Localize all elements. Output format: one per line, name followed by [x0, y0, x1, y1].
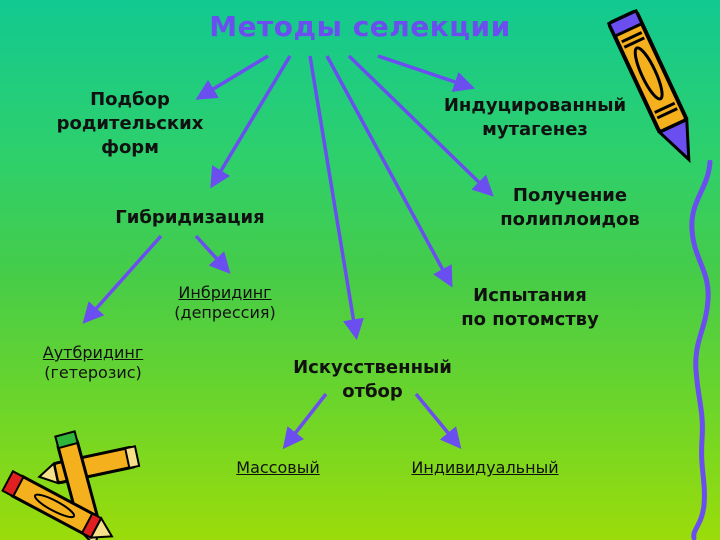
- pencil-icon: [606, 8, 691, 164]
- node-text: Испытания: [473, 285, 587, 306]
- node-hybridization: Гибридизация: [115, 207, 265, 228]
- node-text: Искусственный: [293, 357, 452, 378]
- arrow-to-artificial-selection: [308, 55, 364, 341]
- node-text: форм: [101, 137, 159, 158]
- node-text: Массовый: [236, 458, 320, 477]
- node-note: (гетерозис): [44, 363, 142, 382]
- node-individual: Индивидуальный: [395, 458, 575, 478]
- node-text: Получение: [512, 185, 628, 206]
- arrow-to-parent-selection: [195, 54, 269, 100]
- crossed-pencils-icon: [1, 430, 141, 540]
- arrow-to-hybridization: [210, 55, 292, 189]
- arrow-to-inbreeding: [194, 234, 231, 274]
- node-text: отбор: [342, 381, 403, 402]
- node-text: родительских: [56, 113, 204, 134]
- arrow-to-mass: [282, 392, 328, 450]
- node-note: (депрессия): [174, 303, 276, 322]
- arrow-to-progeny-testing: [325, 55, 453, 288]
- node-text: полиплоидов: [500, 209, 640, 230]
- arrow-to-outbreeding: [82, 234, 163, 324]
- node-text: Инбридинг: [178, 283, 272, 302]
- node-text: мутагенез: [482, 119, 588, 140]
- node-text: Аутбридинг: [42, 343, 144, 362]
- node-text: Индивидуальный: [411, 458, 559, 477]
- arrow-to-induced-mutagenesis: [377, 54, 475, 92]
- node-outbreeding: Аутбридинг (гетерозис): [18, 343, 168, 383]
- node-text: Индуцированный: [443, 95, 627, 116]
- node-polyploids: Получение полиплоидов: [485, 184, 655, 232]
- arrow-to-individual: [414, 392, 462, 450]
- node-parent-selection: Подбор родительских форм: [40, 88, 220, 160]
- squiggle-line: [689, 160, 713, 540]
- arrow-to-polyploids: [347, 54, 494, 197]
- node-induced-mutagenesis: Индуцированный мутагенез: [430, 94, 640, 142]
- node-mass: Массовый: [218, 458, 338, 478]
- node-inbreeding: Инбридинг (депрессия): [150, 283, 300, 323]
- node-text: по потомству: [461, 309, 599, 330]
- node-text: Подбор: [90, 89, 170, 110]
- node-progeny-testing: Испытания по потомству: [440, 284, 620, 332]
- node-artificial-selection: Искусственный отбор: [275, 356, 470, 404]
- page-title: Методы селекции: [209, 10, 511, 43]
